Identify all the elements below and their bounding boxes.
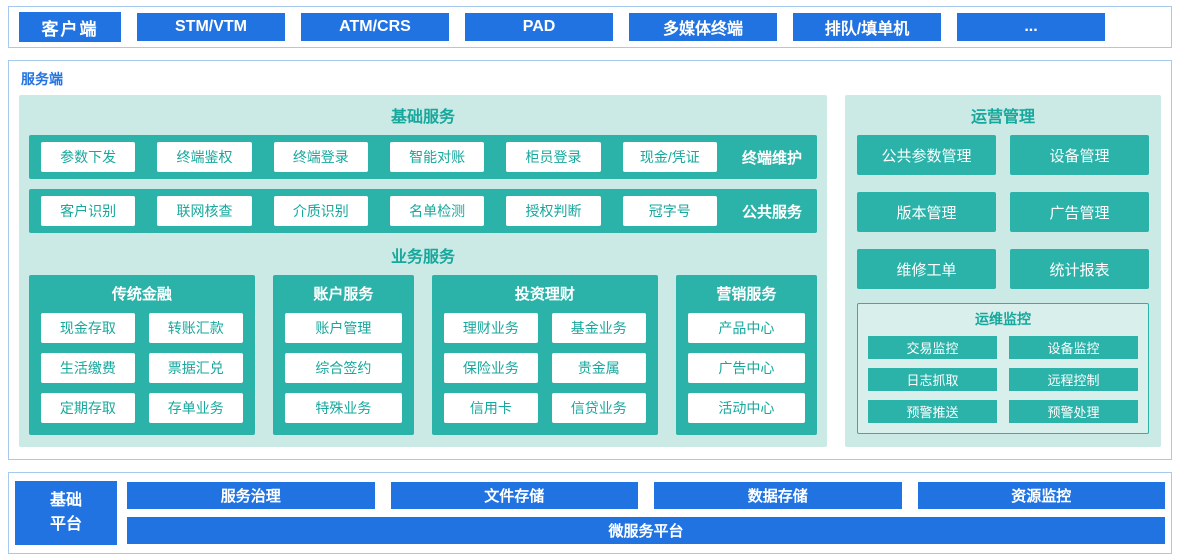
basic-services-title: 基础服务 xyxy=(390,109,455,126)
platform-section: 基础平台 服务治理 文件存储 数据存储 资源监控 微服务平台 xyxy=(8,472,1172,554)
service-cell: 现金/凭证 xyxy=(622,142,717,172)
terminal-more: ... xyxy=(957,13,1105,41)
platform-file-storage: 文件存储 xyxy=(390,482,638,509)
basic-row-public-services: 客户识别 联网核查 介质识别 名单检测 授权判断 冠字号 公共服务 xyxy=(29,189,817,233)
service-cell: 智能对账 xyxy=(389,142,485,172)
monitoring-item: 远程控制 xyxy=(1009,368,1138,391)
service-cell: 授权判断 xyxy=(506,196,601,226)
business-cell: 生活缴费 xyxy=(41,353,135,383)
service-cell: 名单检测 xyxy=(389,196,485,226)
service-cell: 联网核查 xyxy=(157,196,252,226)
monitoring-item: 预警推送 xyxy=(868,400,997,423)
group-title: 营销服务 xyxy=(716,286,777,303)
business-cell: 现金存取 xyxy=(41,313,135,343)
operations-item: 统计报表 xyxy=(1010,249,1149,289)
server-content: 基础服务 参数下发 终端鉴权 终端登录 智能对账 柜员登录 现金/凭证 终端维护… xyxy=(19,95,1161,447)
row-tag-terminal-maintenance: 终端维护 xyxy=(741,149,802,167)
terminal-pad: PAD xyxy=(465,13,613,41)
server-label: 服务端 xyxy=(21,71,63,87)
platform-main: 服务治理 文件存储 数据存储 资源监控 微服务平台 xyxy=(127,482,1165,544)
platform-data-storage: 数据存储 xyxy=(654,482,902,509)
group-title: 账户服务 xyxy=(313,286,374,303)
business-groups: 传统金融 现金存取 转账汇款 生活缴费 票据汇兑 定期存取 存单业务 账户服务 xyxy=(29,275,817,435)
monitoring-item: 预警处理 xyxy=(1009,400,1138,423)
business-cell: 活动中心 xyxy=(687,393,805,423)
monitoring-item: 设备监控 xyxy=(1009,336,1138,359)
business-cell: 信用卡 xyxy=(444,393,538,423)
business-cell: 广告中心 xyxy=(687,353,805,383)
server-section: 服务端 基础服务 参数下发 终端鉴权 终端登录 智能对账 柜员登录 现金/凭证 … xyxy=(8,60,1172,460)
service-cell: 柜员登录 xyxy=(506,142,601,172)
operations-item: 设备管理 xyxy=(1010,135,1149,175)
business-cell: 信贷业务 xyxy=(551,393,646,423)
operations-grid: 公共参数管理 设备管理 版本管理 广告管理 维修工单 统计报表 xyxy=(857,135,1149,289)
service-cell: 冠字号 xyxy=(622,196,717,226)
monitoring-item: 日志抓取 xyxy=(868,368,997,391)
business-group-account-services: 账户服务 账户管理 综合签约 特殊业务 xyxy=(272,275,414,435)
terminal-stm-vtm: STM/VTM xyxy=(137,13,285,41)
business-cell: 特殊业务 xyxy=(284,393,402,423)
platform-resource-monitoring: 资源监控 xyxy=(917,482,1165,509)
client-terminal-row: STM/VTM ATM/CRS PAD 多媒体终端 排队/填单机 ... xyxy=(137,13,1161,41)
business-cell: 理财业务 xyxy=(444,313,538,343)
business-services-title: 业务服务 xyxy=(390,249,455,266)
business-group-investment: 投资理财 理财业务 基金业务 保险业务 贵金属 信用卡 信贷业务 xyxy=(432,275,658,435)
business-cell: 转账汇款 xyxy=(148,313,243,343)
basic-row-terminal-maintenance: 参数下发 终端鉴权 终端登录 智能对账 柜员登录 现金/凭证 终端维护 xyxy=(29,135,817,179)
terminal-atm-crs: ATM/CRS xyxy=(301,13,449,41)
microservice-platform-bar: 微服务平台 xyxy=(127,517,1165,544)
operations-panel: 运营管理 公共参数管理 设备管理 版本管理 广告管理 维修工单 统计报表 运维监… xyxy=(845,95,1161,447)
operations-item: 维修工单 xyxy=(857,249,996,289)
group-title: 传统金融 xyxy=(111,286,172,303)
business-cell: 贵金属 xyxy=(551,353,646,383)
business-cell: 保险业务 xyxy=(444,353,538,383)
operations-item: 广告管理 xyxy=(1010,192,1149,232)
monitoring-title: 运维监控 xyxy=(975,311,1031,327)
business-cell: 定期存取 xyxy=(41,393,135,423)
service-cell: 参数下发 xyxy=(41,142,136,172)
operations-item: 版本管理 xyxy=(857,192,996,232)
business-cell: 基金业务 xyxy=(551,313,646,343)
monitoring-item: 交易监控 xyxy=(868,336,997,359)
business-cell: 票据汇兑 xyxy=(148,353,243,383)
business-cell: 存单业务 xyxy=(148,393,243,423)
group-title: 投资理财 xyxy=(514,286,575,303)
service-cell: 客户识别 xyxy=(41,196,136,226)
services-panel: 基础服务 参数下发 终端鉴权 终端登录 智能对账 柜员登录 现金/凭证 终端维护… xyxy=(19,95,827,447)
client-label: 客户端 xyxy=(19,12,121,42)
platform-service-governance: 服务治理 xyxy=(127,482,375,509)
business-cell: 账户管理 xyxy=(284,313,402,343)
service-cell: 介质识别 xyxy=(273,196,368,226)
client-section: 客户端 STM/VTM ATM/CRS PAD 多媒体终端 排队/填单机 ... xyxy=(8,6,1172,48)
business-group-marketing: 营销服务 产品中心 广告中心 活动中心 xyxy=(675,275,817,435)
service-cell: 终端登录 xyxy=(273,142,368,172)
monitoring-panel: 运维监控 交易监控 设备监控 日志抓取 远程控制 预警推送 预警处理 xyxy=(857,303,1149,434)
platform-label: 基础平台 xyxy=(15,481,117,545)
service-cell: 终端鉴权 xyxy=(157,142,252,172)
terminal-multimedia: 多媒体终端 xyxy=(629,13,777,41)
terminal-queue-form: 排队/填单机 xyxy=(793,13,941,41)
operations-item: 公共参数管理 xyxy=(857,135,996,175)
row-tag-public-services: 公共服务 xyxy=(741,203,802,221)
business-cell: 产品中心 xyxy=(687,313,805,343)
business-group-traditional-finance: 传统金融 现金存取 转账汇款 生活缴费 票据汇兑 定期存取 存单业务 xyxy=(29,275,255,435)
operations-title: 运营管理 xyxy=(970,109,1035,126)
business-cell: 综合签约 xyxy=(284,353,402,383)
